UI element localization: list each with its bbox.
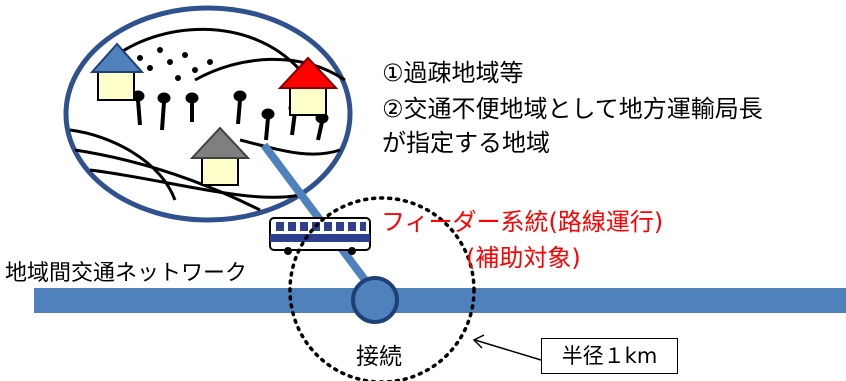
hill-line (109, 27, 302, 72)
area-condition-2: ②交通不便地域として地方運輸局長 (382, 95, 763, 123)
radius-circle (288, 196, 476, 381)
feeder-route-label: フィーダー系統(路線運行) (381, 208, 664, 236)
connection-node (351, 276, 399, 324)
connection-label: 接続 (356, 344, 402, 370)
area-condition-1: ①過疎地域等 (382, 59, 524, 87)
field-line (74, 148, 261, 212)
shrub-dots (137, 47, 213, 81)
area-illustration (63, 5, 353, 223)
house-red-roof (277, 56, 339, 116)
subsidy-target-label: (補助対象) (466, 244, 581, 272)
house-gray-roof (189, 126, 251, 186)
area-condition-2-cont: が指定する地域 (382, 129, 550, 157)
house-blue-roof (89, 42, 145, 101)
field-line (69, 128, 177, 201)
bus-icon (269, 217, 371, 255)
radius-callout: 半径１km (541, 338, 678, 374)
radius-arrow (474, 339, 542, 361)
network-line (34, 288, 846, 313)
radius-arrowhead (472, 334, 485, 349)
field-line (239, 138, 341, 156)
field-line (89, 168, 301, 199)
hill-line (194, 57, 346, 82)
radius-label: 半径１km (561, 344, 658, 368)
network-label: 地域間交通ネットワーク (5, 261, 248, 286)
